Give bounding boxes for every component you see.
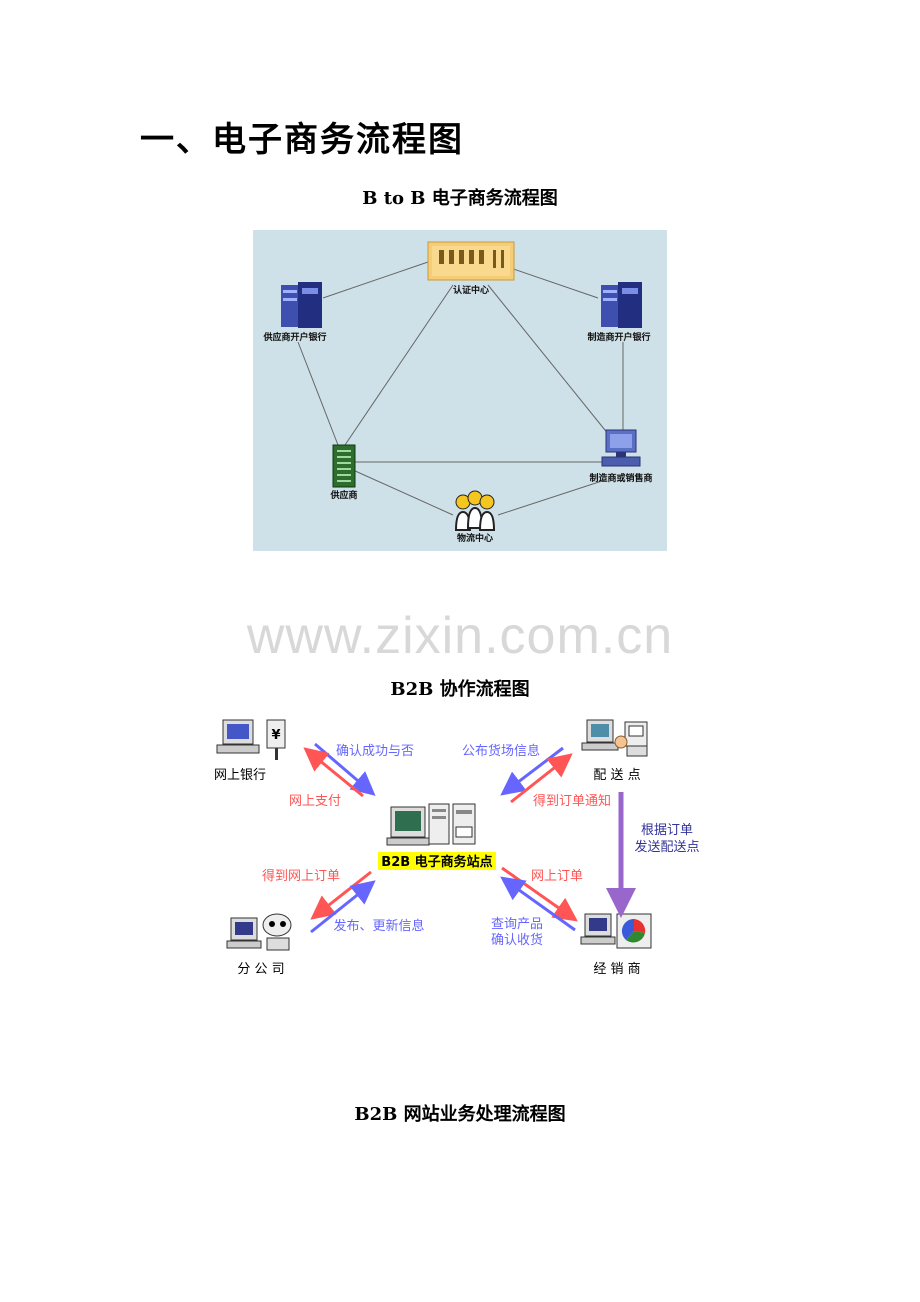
node-delivery-label: 配 送 点 — [593, 768, 640, 783]
arrow-payment-label: 网上支付 — [289, 794, 341, 809]
node-branch-label: 分 公 司 — [237, 962, 284, 977]
bank-computer-icon: ¥ — [216, 719, 286, 760]
node-maker-bank-label: 制造商开户银行 — [587, 331, 650, 343]
branch-computer-icon — [226, 913, 292, 951]
arrow-online-order-label: 网上订单 — [531, 869, 583, 884]
node-bank-label: 网上银行 — [214, 768, 266, 783]
node-logistics-label: 物流中心 — [457, 532, 493, 544]
b2b-collab-diagram: ¥ 网上银行 配 送 点 B2B 电子商务站点 分 公 司 — [214, 719, 700, 977]
arrow-confirm-label: 确认成功与否 — [336, 744, 414, 759]
caption-b2b-collab: B2B 协作流程图 — [390, 679, 530, 700]
node-dealer-label: 经 销 商 — [593, 962, 640, 977]
arrow-dispatch-label-2: 发送配送点 — [634, 839, 699, 855]
cert-server-icon — [427, 241, 515, 281]
diagram1-connectors — [297, 261, 624, 516]
arrow-publish-update-label: 发布、更新信息 — [333, 918, 424, 934]
b2b-flow-diagram: 认证中心 供应商开户银行 制造商开户银行 供应商 制造商或销售商 — [253, 230, 667, 551]
page-heading: 一、电子商务流程图 — [140, 120, 464, 160]
arrow-query-label-1: 查询产品 — [491, 917, 543, 932]
arrow-get-order-label: 得到网上订单 — [262, 868, 340, 884]
dealer-computer-icon — [580, 913, 652, 949]
site-label-highlight — [378, 852, 496, 870]
arrow-publish-goods-label: 公布货场信息 — [462, 743, 540, 759]
supplier-tower-icon — [332, 444, 356, 488]
node-cert-label: 认证中心 — [453, 284, 489, 296]
supplier-bank-server-icon — [281, 282, 322, 328]
watermark: www.zixin.com.cn — [246, 607, 674, 665]
maker-computer-icon — [601, 429, 641, 467]
node-maker-label: 制造商或销售商 — [589, 472, 652, 484]
node-site-label: B2B 电子商务站点 — [381, 854, 492, 870]
delivery-computer-icon — [581, 719, 648, 757]
arrow-publish-update — [310, 880, 376, 934]
arrow-online-order — [501, 866, 578, 922]
node-supplier-label: 供应商 — [329, 489, 357, 501]
site-server-icon — [386, 803, 476, 846]
caption-b2b-flow: B to B 电子商务流程图 — [362, 188, 558, 209]
arrow-get-order — [310, 870, 372, 920]
arrow-query-label-2: 确认收货 — [491, 932, 543, 948]
arrow-order-notice — [510, 753, 573, 804]
caption-b2b-site: B2B 网站业务处理流程图 — [354, 1104, 566, 1125]
svg-text:¥: ¥ — [271, 728, 280, 743]
maker-bank-server-icon — [601, 282, 642, 328]
logistics-people-icon — [454, 490, 496, 531]
arrow-dispatch-label-1: 根据订单 — [641, 823, 693, 838]
arrow-query — [500, 876, 576, 932]
arrow-payment — [303, 747, 364, 798]
node-supplier-bank-label: 供应商开户银行 — [262, 331, 326, 343]
arrow-order-notice-label: 得到订单通知 — [533, 793, 611, 809]
